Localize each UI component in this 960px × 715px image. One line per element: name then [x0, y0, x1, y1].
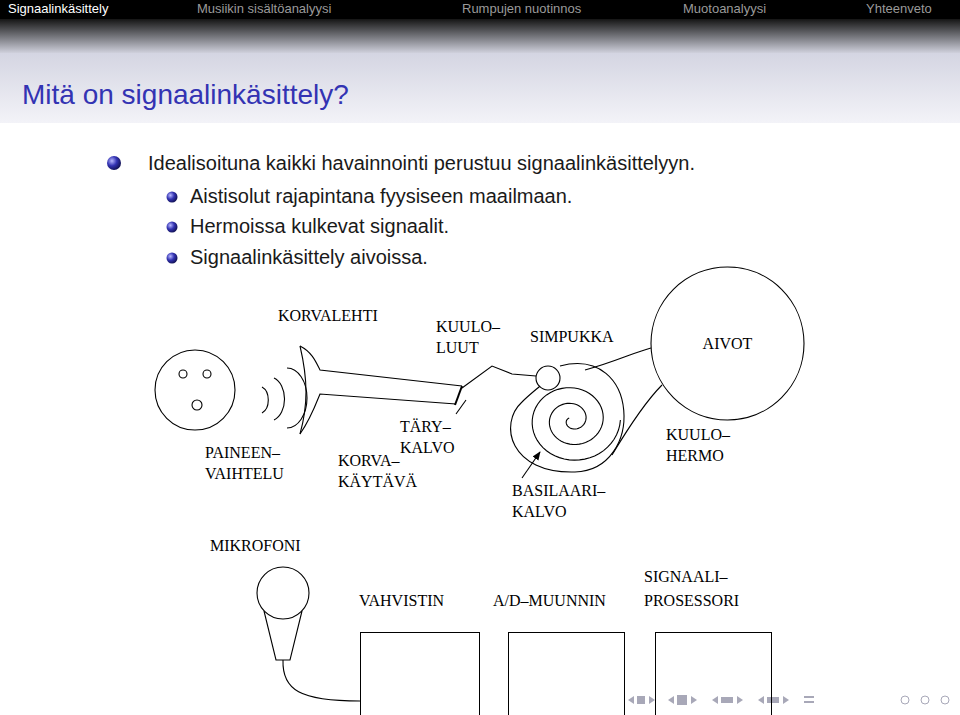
part-label: SIMPUKKA [530, 326, 614, 347]
nav-symbol [691, 696, 697, 704]
nav-symbol [941, 696, 949, 704]
bullet-ball [167, 253, 178, 264]
box-heading: SIGNAALI– PROSESSORI [644, 565, 759, 613]
face-eye [179, 370, 187, 378]
pinna-outline [300, 346, 306, 434]
box-heading: VAHVISTIN [359, 589, 444, 613]
microphone-body [264, 611, 302, 660]
node-label: AIVOT [703, 332, 753, 356]
part-label: TÄRY– KALVO [400, 416, 455, 458]
processing-box: SIGNAALI– PROSESSORI [655, 632, 772, 715]
microphone-head [257, 567, 309, 619]
sub-bullet-text: Aistisolut rajapintana fyysiseen maailma… [190, 183, 572, 209]
bullet-ball [167, 192, 178, 203]
nav-symbols [628, 695, 949, 705]
nav-item: Musiikin sisältöanalyysi [197, 1, 331, 17]
sub-bullet-text: Hermoissa kulkevat signaalit. [190, 213, 449, 239]
nav-symbol [758, 696, 764, 704]
leader-arrow [522, 452, 540, 478]
nav-symbol [804, 696, 814, 698]
ossicles [462, 366, 536, 388]
part-label: KUULO– LUUT [436, 316, 500, 358]
eardrum [455, 386, 462, 405]
cochlea-spiral [532, 388, 620, 460]
brain-circle: AIVOT [650, 266, 805, 421]
part-label: KUULO– HERMO [666, 424, 730, 466]
nav-symbol [628, 696, 634, 704]
nav-symbol [767, 697, 779, 703]
cochlea-outline [511, 364, 624, 472]
nav-bar [0, 0, 960, 19]
nav-symbol [901, 696, 909, 704]
nav-symbol [783, 696, 789, 704]
nav-symbol [804, 701, 814, 703]
nav-shadow [0, 19, 960, 53]
nav-symbol [721, 697, 733, 703]
nav-item: Muotoanalyysi [683, 1, 766, 17]
microphone-wire [283, 660, 360, 701]
nav-item: Signaalinkäsittely [8, 1, 108, 17]
part-label: KORVA– KÄYTÄVÄ [338, 450, 417, 492]
processing-box: VAHVISTIN [360, 632, 480, 715]
nav-symbol [737, 696, 743, 704]
nav-symbol [668, 696, 674, 704]
sound-wave [262, 387, 268, 413]
nav-symbol [637, 696, 645, 704]
part-label: BASILAARI– KALVO [512, 480, 605, 522]
nav-item: Yhteenveto [866, 1, 932, 17]
sub-bullet-text: Signaalinkäsittely aivoissa. [190, 244, 428, 270]
nav-symbol [921, 696, 929, 704]
part-label: PAINEEN– VAIHTELU [205, 442, 284, 484]
bullet-ball [167, 222, 178, 233]
slide-title: Mitä on signaalinkäsittely? [22, 78, 349, 112]
part-label: MIKROFONI [210, 535, 301, 556]
title-band [0, 53, 960, 123]
leader-line [456, 400, 466, 414]
box-heading: A/D–MUUNNIN [493, 589, 606, 613]
nerve-line [612, 385, 662, 455]
circle-outline [651, 267, 804, 420]
nav-symbol [677, 695, 687, 705]
nav-symbol [712, 696, 718, 704]
processing-box: A/D–MUUNNIN [508, 632, 625, 715]
sound-wave [274, 378, 285, 420]
face-circle [155, 350, 235, 430]
nav-item: Rumpujen nuotinnos [462, 1, 581, 17]
hearing-illustration [155, 346, 662, 701]
face-mouth [192, 400, 202, 410]
face-eye [203, 370, 211, 378]
nerve-line [585, 348, 651, 370]
bullet-text: Idealisoituna kaikki havainnointi perust… [148, 150, 695, 176]
part-label: KORVALEHTI [278, 305, 378, 326]
bullet-ball [107, 156, 121, 170]
